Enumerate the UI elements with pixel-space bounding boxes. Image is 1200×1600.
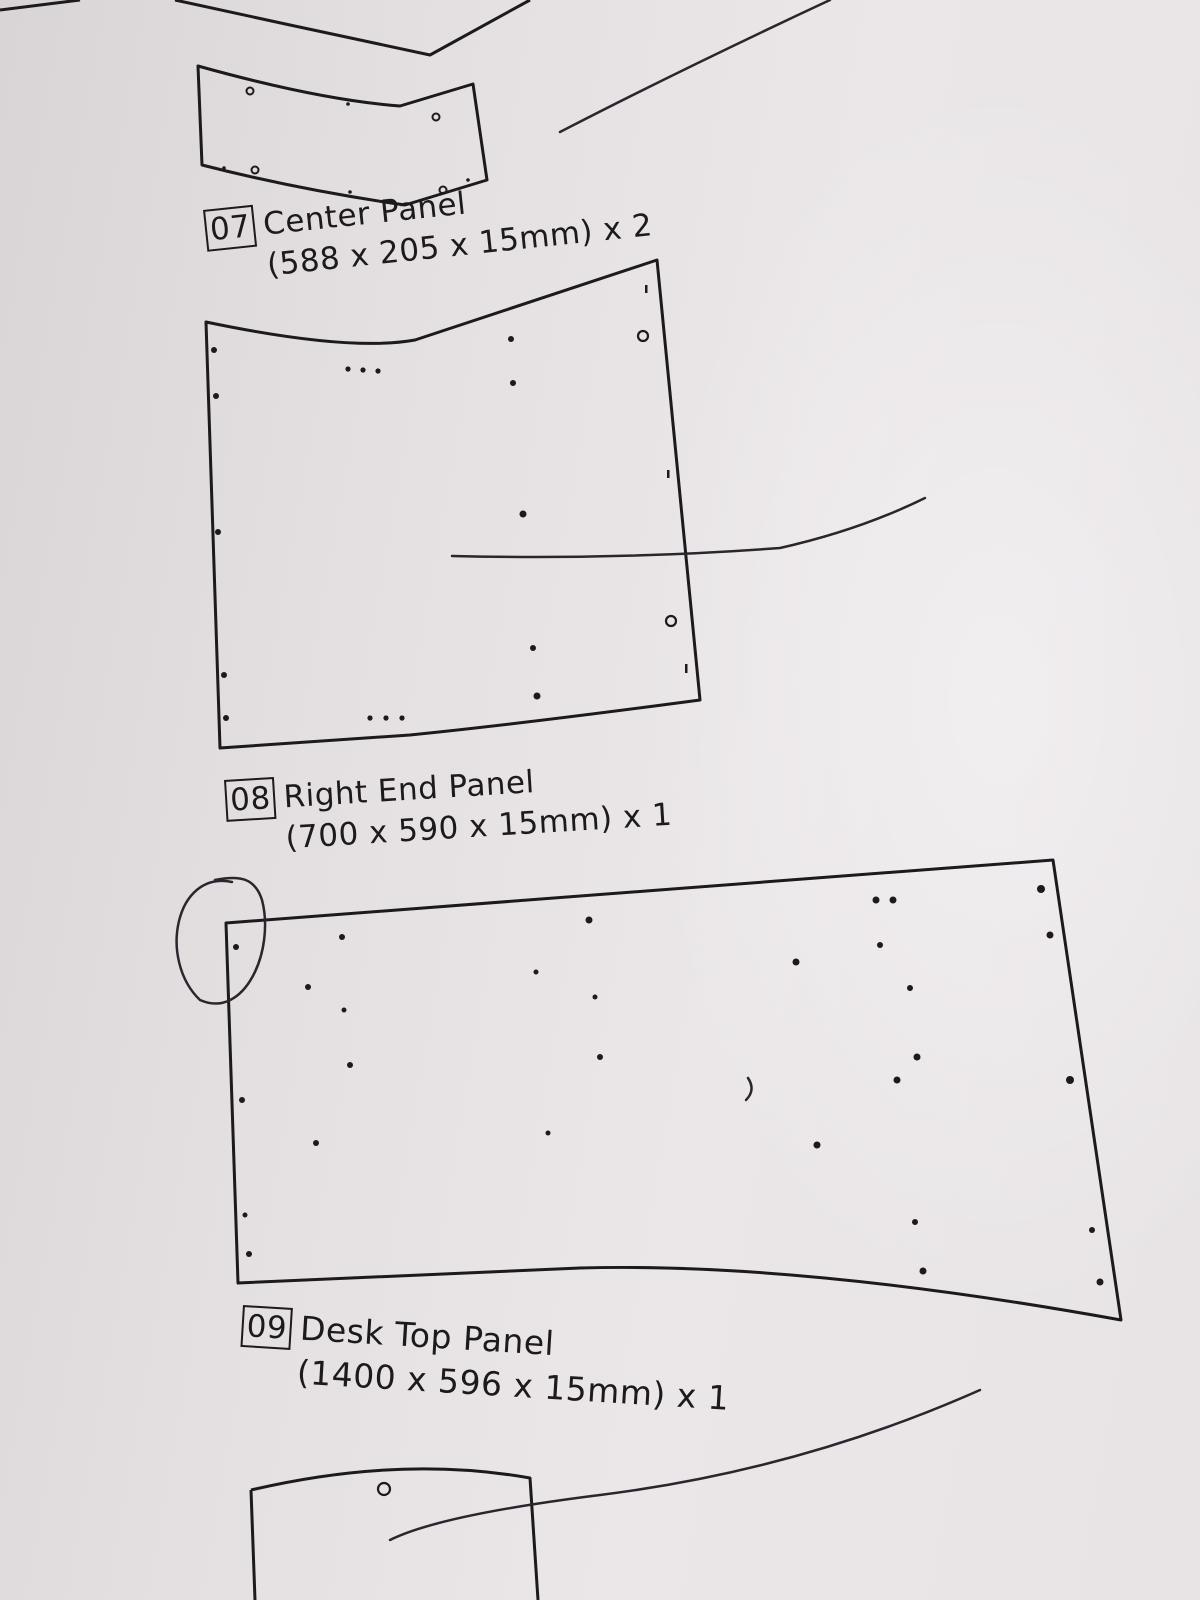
- pen-stroke: [558, 0, 832, 134]
- desk-top-panel-outline: [249, 1467, 540, 1600]
- small-panel-outline: [196, 64, 489, 207]
- part-number-box: 08: [224, 776, 277, 822]
- center-panel-outline: [204, 258, 702, 750]
- part-number-box: 07: [203, 204, 258, 252]
- right-end-panel-outline: [224, 858, 1123, 1322]
- hole-markers: [211, 86, 1104, 1497]
- pen-stroke: [450, 496, 927, 559]
- previous-panel-edge: [174, 0, 531, 57]
- part-number-box: 09: [240, 1305, 294, 1351]
- pen-tick: [744, 1076, 753, 1102]
- previous-panel-edge: [0, 0, 81, 12]
- pen-circle-mark: [175, 876, 267, 1005]
- pen-stroke: [388, 1388, 982, 1542]
